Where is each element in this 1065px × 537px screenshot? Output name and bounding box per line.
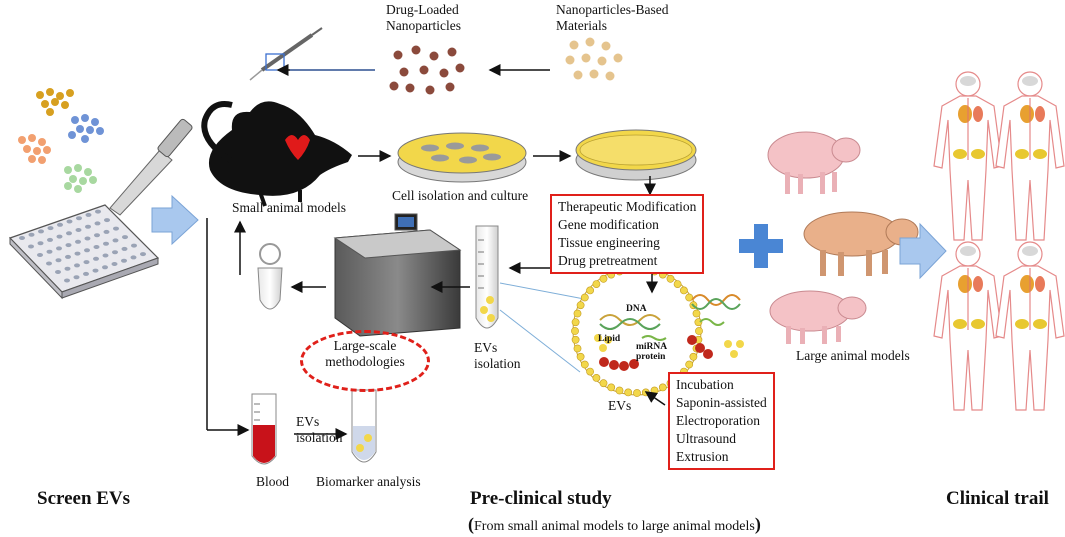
cell-isolation-label: Cell isolation and culture	[392, 188, 529, 203]
blood-tube	[251, 393, 277, 465]
dna-label: DNA	[626, 304, 647, 314]
culture-dish-2	[575, 129, 697, 181]
large-animal-label: Large animal models	[796, 348, 910, 363]
tube-callout-line-2	[499, 309, 581, 373]
large-scale-highlight	[300, 330, 430, 392]
screen-to-preclinical-arrow	[151, 194, 199, 246]
cargo-molecules	[687, 294, 744, 359]
human-figure	[995, 241, 1065, 411]
modification-item: Therapeutic Modification	[558, 199, 697, 214]
preclinical-to-clinical-arrow	[899, 222, 947, 280]
human-figure	[933, 241, 1003, 411]
biomarker-label: Biomarker analysis	[316, 474, 421, 489]
loading-box: Incubation Saponin-assisted Electroporat…	[668, 372, 775, 470]
human-figure	[933, 71, 1003, 241]
nanoparticle-clusters	[18, 88, 104, 193]
protein-label: protein	[636, 352, 666, 362]
loading-item: Extrusion	[676, 449, 729, 464]
mirna-label: miRNA	[636, 342, 668, 352]
pig-icon-1	[767, 131, 861, 194]
evs-isolation-tube	[475, 225, 499, 329]
well-plate	[8, 204, 160, 300]
loading-item: Electroporation	[676, 413, 760, 428]
biomarker-tube	[351, 389, 377, 463]
human-figures	[933, 71, 1065, 411]
rat-icon	[201, 101, 352, 207]
ev-vesicle	[571, 265, 703, 397]
nanoparticle-materials	[565, 37, 623, 81]
loading-item: Ultrasound	[676, 431, 736, 446]
ultracentrifuge-machine	[333, 213, 462, 337]
culture-dish-1	[397, 132, 527, 183]
pipette	[98, 118, 193, 231]
modification-item: Drug pretreatment	[558, 253, 658, 268]
drug-loaded-nanoparticles	[389, 45, 465, 95]
loading-to-ev-arrow	[644, 391, 666, 406]
pig-icon-2	[803, 211, 919, 276]
blood-label: Blood	[256, 474, 290, 489]
preclinical-subheading: (From small animal models to large anima…	[468, 514, 761, 534]
evs-label: EVs	[608, 398, 632, 413]
heading-clinical-trail: Clinical trail	[946, 488, 1049, 509]
heading-screen-evs: Screen EVs	[37, 488, 131, 509]
loading-item: Saponin-assisted	[676, 395, 767, 410]
modification-item: Gene modification	[558, 217, 659, 232]
modification-item: Tissue engineering	[558, 235, 660, 250]
heading-preclinical: Pre-clinical study	[470, 488, 612, 509]
human-figure	[995, 71, 1065, 241]
loading-item: Incubation	[676, 377, 734, 392]
pig-icon-3	[769, 290, 867, 344]
modification-box: Therapeutic Modification Gene modificati…	[550, 194, 705, 274]
centrifuge-tube-icon	[257, 243, 283, 310]
plus-icon	[739, 224, 783, 268]
lipid-label: Lipid	[598, 334, 621, 344]
small-animal-label: Small animal models	[232, 200, 346, 215]
syringe-icon	[249, 27, 323, 81]
